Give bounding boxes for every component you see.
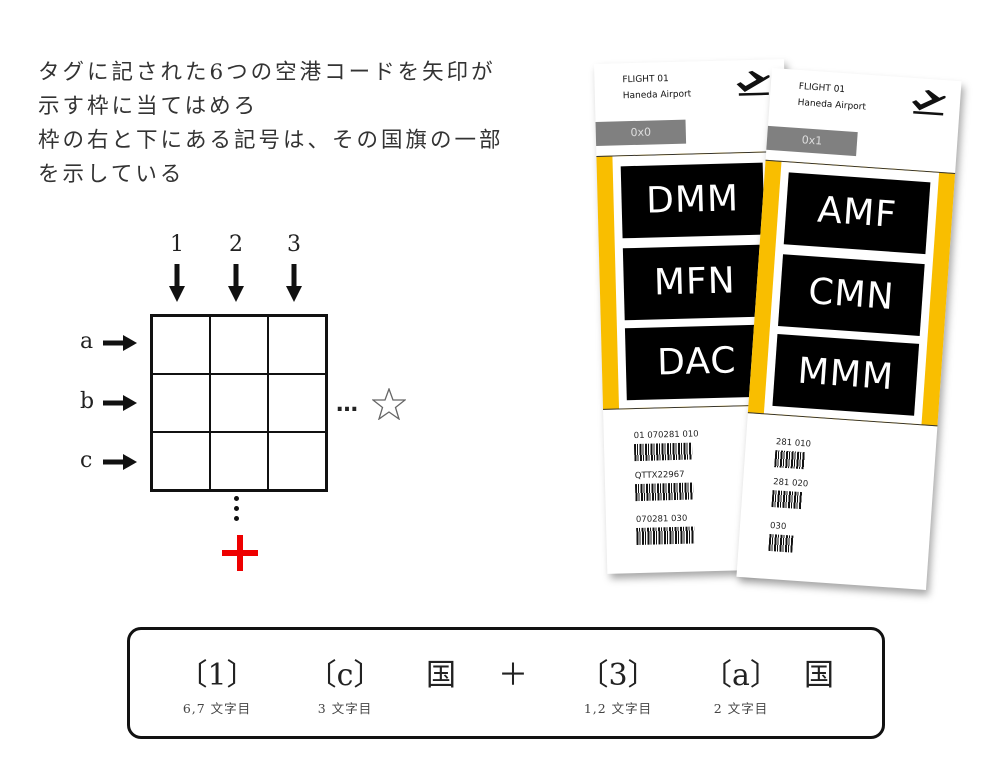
vertical-ellipsis: [234, 496, 240, 526]
barcode-label: 070281 030: [635, 513, 688, 526]
instruction-2-line-1: 枠の右と下にある記号は、その国旗の一部: [38, 128, 504, 153]
barcode: [635, 482, 694, 502]
row-label-b: b: [80, 389, 95, 414]
column-label-1: 1: [170, 232, 184, 257]
airport-code: MMM: [772, 334, 920, 416]
formula-country-2: 国: [794, 650, 844, 694]
airport-label: Haneda Airport: [797, 97, 867, 113]
grid-cell-c3[interactable]: [268, 432, 326, 490]
instruction-1-line-1: タグに記された6つの空港コードを矢印が: [38, 60, 496, 85]
airport-label: Haneda Airport: [622, 89, 692, 102]
down-arrow-icon: [169, 264, 185, 302]
barcode-label: 281 020: [772, 477, 809, 490]
barcode: [768, 533, 794, 553]
barcode-label: QTTX22967: [634, 469, 685, 482]
flight-label: FLIGHT 01: [622, 74, 669, 86]
grid-cell-b3[interactable]: [268, 374, 326, 432]
right-arrow-icon: [103, 335, 137, 351]
formula-country-1: 国: [416, 650, 466, 694]
luggage-tag-0x1: FLIGHT 01 Haneda Airport 0x1 AMF CMN MMM…: [736, 68, 962, 591]
barcode: [633, 442, 693, 462]
answer-formula-box: 〔1〕 6,7 文字目 〔c〕 3 文字目 国 ＋ 〔3〕 1,2 文字目 〔a…: [127, 627, 885, 739]
formula-slot-1: 〔1〕 6,7 文字目: [172, 650, 262, 717]
flight-label: FLIGHT 01: [798, 81, 846, 96]
right-arrow-icon: [103, 395, 137, 411]
instruction-2-line-2: を示している: [38, 162, 185, 187]
formula-slot-3: 〔3〕 1,2 文字目: [568, 650, 668, 717]
formula-main: 〔a〕: [702, 658, 780, 693]
formula-sub: 1,2 文字目: [583, 701, 653, 716]
formula-main: 〔1〕: [177, 658, 257, 693]
tag-id: 0x1: [766, 125, 858, 157]
airport-code: DAC: [624, 324, 769, 401]
formula-main: ＋: [498, 658, 528, 693]
formula-sub: 6,7 文字目: [182, 701, 252, 716]
formula-slot-a: 〔a〕 2 文字目: [696, 650, 786, 717]
row-label-c: c: [80, 448, 93, 473]
airport-code: MFN: [622, 244, 767, 321]
barcode: [771, 490, 803, 510]
column-label-2: 2: [229, 232, 243, 257]
formula-main: 〔3〕: [578, 658, 658, 693]
down-arrow-icon: [228, 264, 244, 302]
down-arrow-icon: [286, 264, 302, 302]
airport-code: DMM: [620, 162, 765, 239]
airplane-takeoff-icon: [736, 70, 770, 96]
formula-main: 〔c〕: [306, 658, 384, 693]
red-cross-icon: [222, 535, 258, 571]
grid-cell-a1[interactable]: [152, 316, 210, 374]
grid-cell-b1[interactable]: [152, 374, 210, 432]
star-outline-icon: [372, 388, 406, 420]
tag-id: 0x0: [595, 119, 687, 146]
airport-code: CMN: [778, 254, 925, 336]
grid-cell-c2[interactable]: [210, 432, 268, 490]
barcode-label: 281 010: [775, 437, 812, 450]
instruction-1-line-2: 示す枠に当てはめろ: [38, 94, 259, 119]
grid-cell-c1[interactable]: [152, 432, 210, 490]
formula-plus: ＋: [488, 650, 538, 694]
formula-main: 国: [426, 658, 456, 693]
answer-grid: [150, 314, 328, 492]
instruction-1: タグに記された6つの空港コードを矢印が 示す枠に当てはめろ: [38, 56, 496, 124]
right-arrow-icon: [103, 454, 137, 470]
airport-code: AMF: [783, 172, 931, 255]
formula-sub: 3 文字目: [317, 701, 373, 716]
barcode: [636, 526, 695, 546]
row-label-a: a: [80, 329, 94, 354]
airplane-takeoff-icon: [911, 89, 946, 116]
luggage-tag-0x0: FLIGHT 01 Haneda Airport 0x0 DMM MFN DAC…: [594, 59, 798, 574]
code-band: AMF CMN MMM: [747, 159, 956, 427]
formula-sub: 2 文字目: [713, 701, 769, 716]
grid-cell-b2[interactable]: [210, 374, 268, 432]
formula-slot-c: 〔c〕 3 文字目: [300, 650, 390, 717]
horizontal-ellipsis: …: [336, 392, 358, 417]
barcode-label: 01 070281 010: [633, 429, 699, 442]
grid-cell-a2[interactable]: [210, 316, 268, 374]
grid-cell-a3[interactable]: [268, 316, 326, 374]
formula-main: 国: [804, 658, 834, 693]
barcode: [774, 450, 806, 470]
barcode-label: 030: [769, 520, 787, 533]
column-label-3: 3: [287, 232, 301, 257]
instruction-2: 枠の右と下にある記号は、その国旗の一部 を示している: [38, 124, 504, 192]
